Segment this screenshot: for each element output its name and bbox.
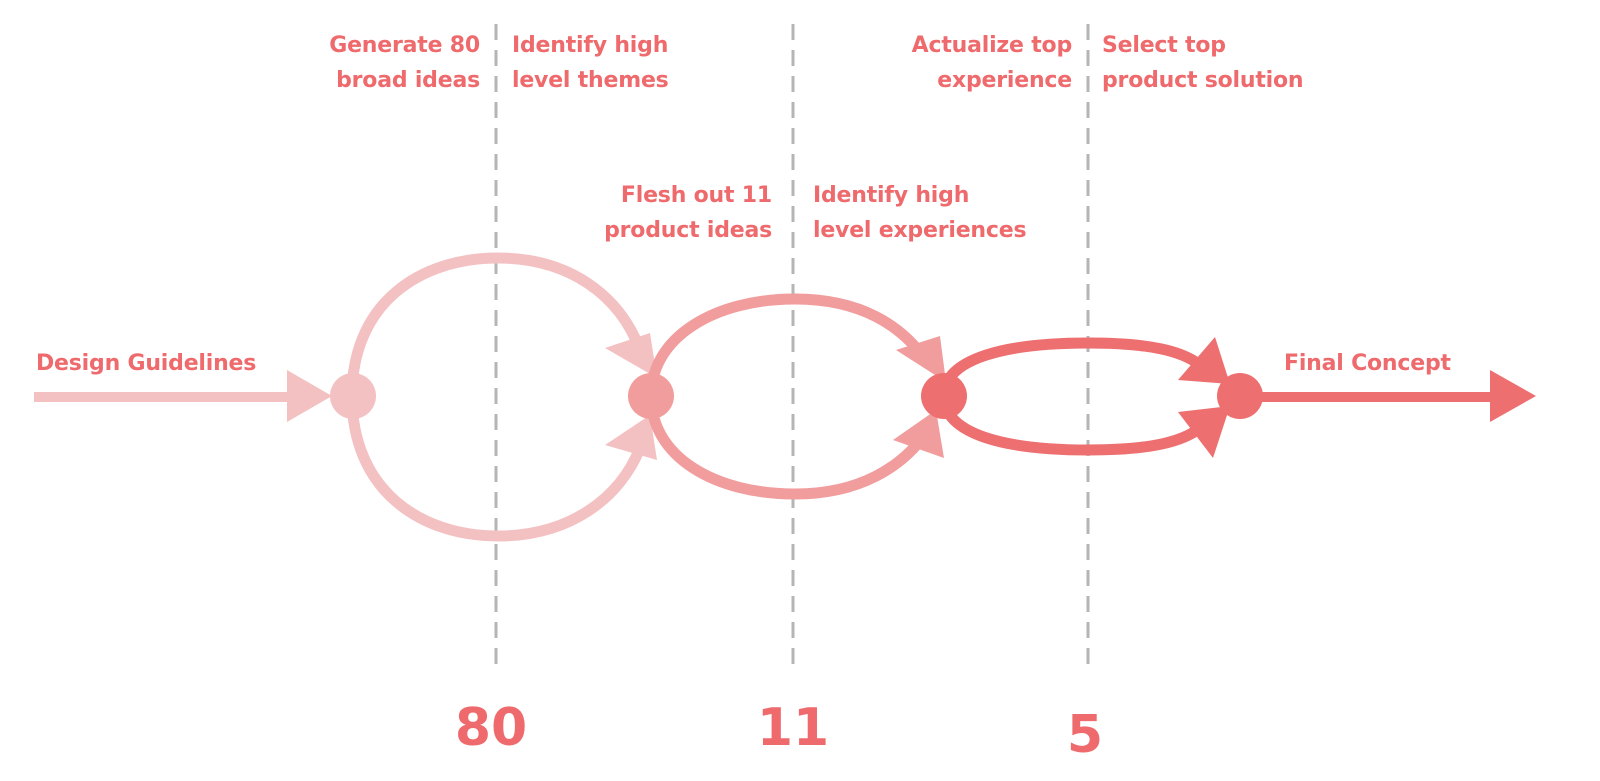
label-select-solution: Select top product solution <box>1102 33 1304 93</box>
arrowhead-stage1-bottom <box>605 415 657 460</box>
node-stage3-start <box>921 373 967 419</box>
label-flesh-out: Flesh out 11 product ideas <box>604 183 772 243</box>
label-design-guidelines: Design Guidelines <box>36 351 257 376</box>
input-arrow-head <box>287 370 332 422</box>
loop-stage1-bottom <box>346 395 646 542</box>
label-identify-experiences: Identify high level experiences <box>813 183 1027 243</box>
loop-stage2-top <box>645 293 932 397</box>
label-identify-themes: Identify high level themes <box>512 33 669 93</box>
loop-stage1-top <box>346 252 646 397</box>
loop-stage3-bottom <box>938 395 1204 456</box>
arrowhead-stage2-top <box>896 336 946 382</box>
output-arrow-head <box>1490 370 1536 422</box>
node-stage2 <box>628 373 674 419</box>
count-stage2: 11 <box>756 698 830 758</box>
count-stage3: 5 <box>1066 705 1104 765</box>
label-final-concept: Final Concept <box>1284 351 1451 376</box>
arrowhead-stage2-bottom <box>893 410 944 458</box>
node-stage1 <box>330 373 376 419</box>
label-generate-ideas: Generate 80 broad ideas <box>329 33 480 93</box>
loop-stage2-bottom <box>645 395 932 500</box>
count-stage1: 80 <box>454 698 528 758</box>
label-actualize: Actualize top experience <box>911 33 1073 93</box>
arrowhead-stage3-top <box>1178 337 1230 384</box>
loop-stage3-top <box>938 337 1204 397</box>
arrowhead-stage1-top <box>605 333 657 378</box>
arrowhead-stage3-bottom <box>1178 406 1230 458</box>
